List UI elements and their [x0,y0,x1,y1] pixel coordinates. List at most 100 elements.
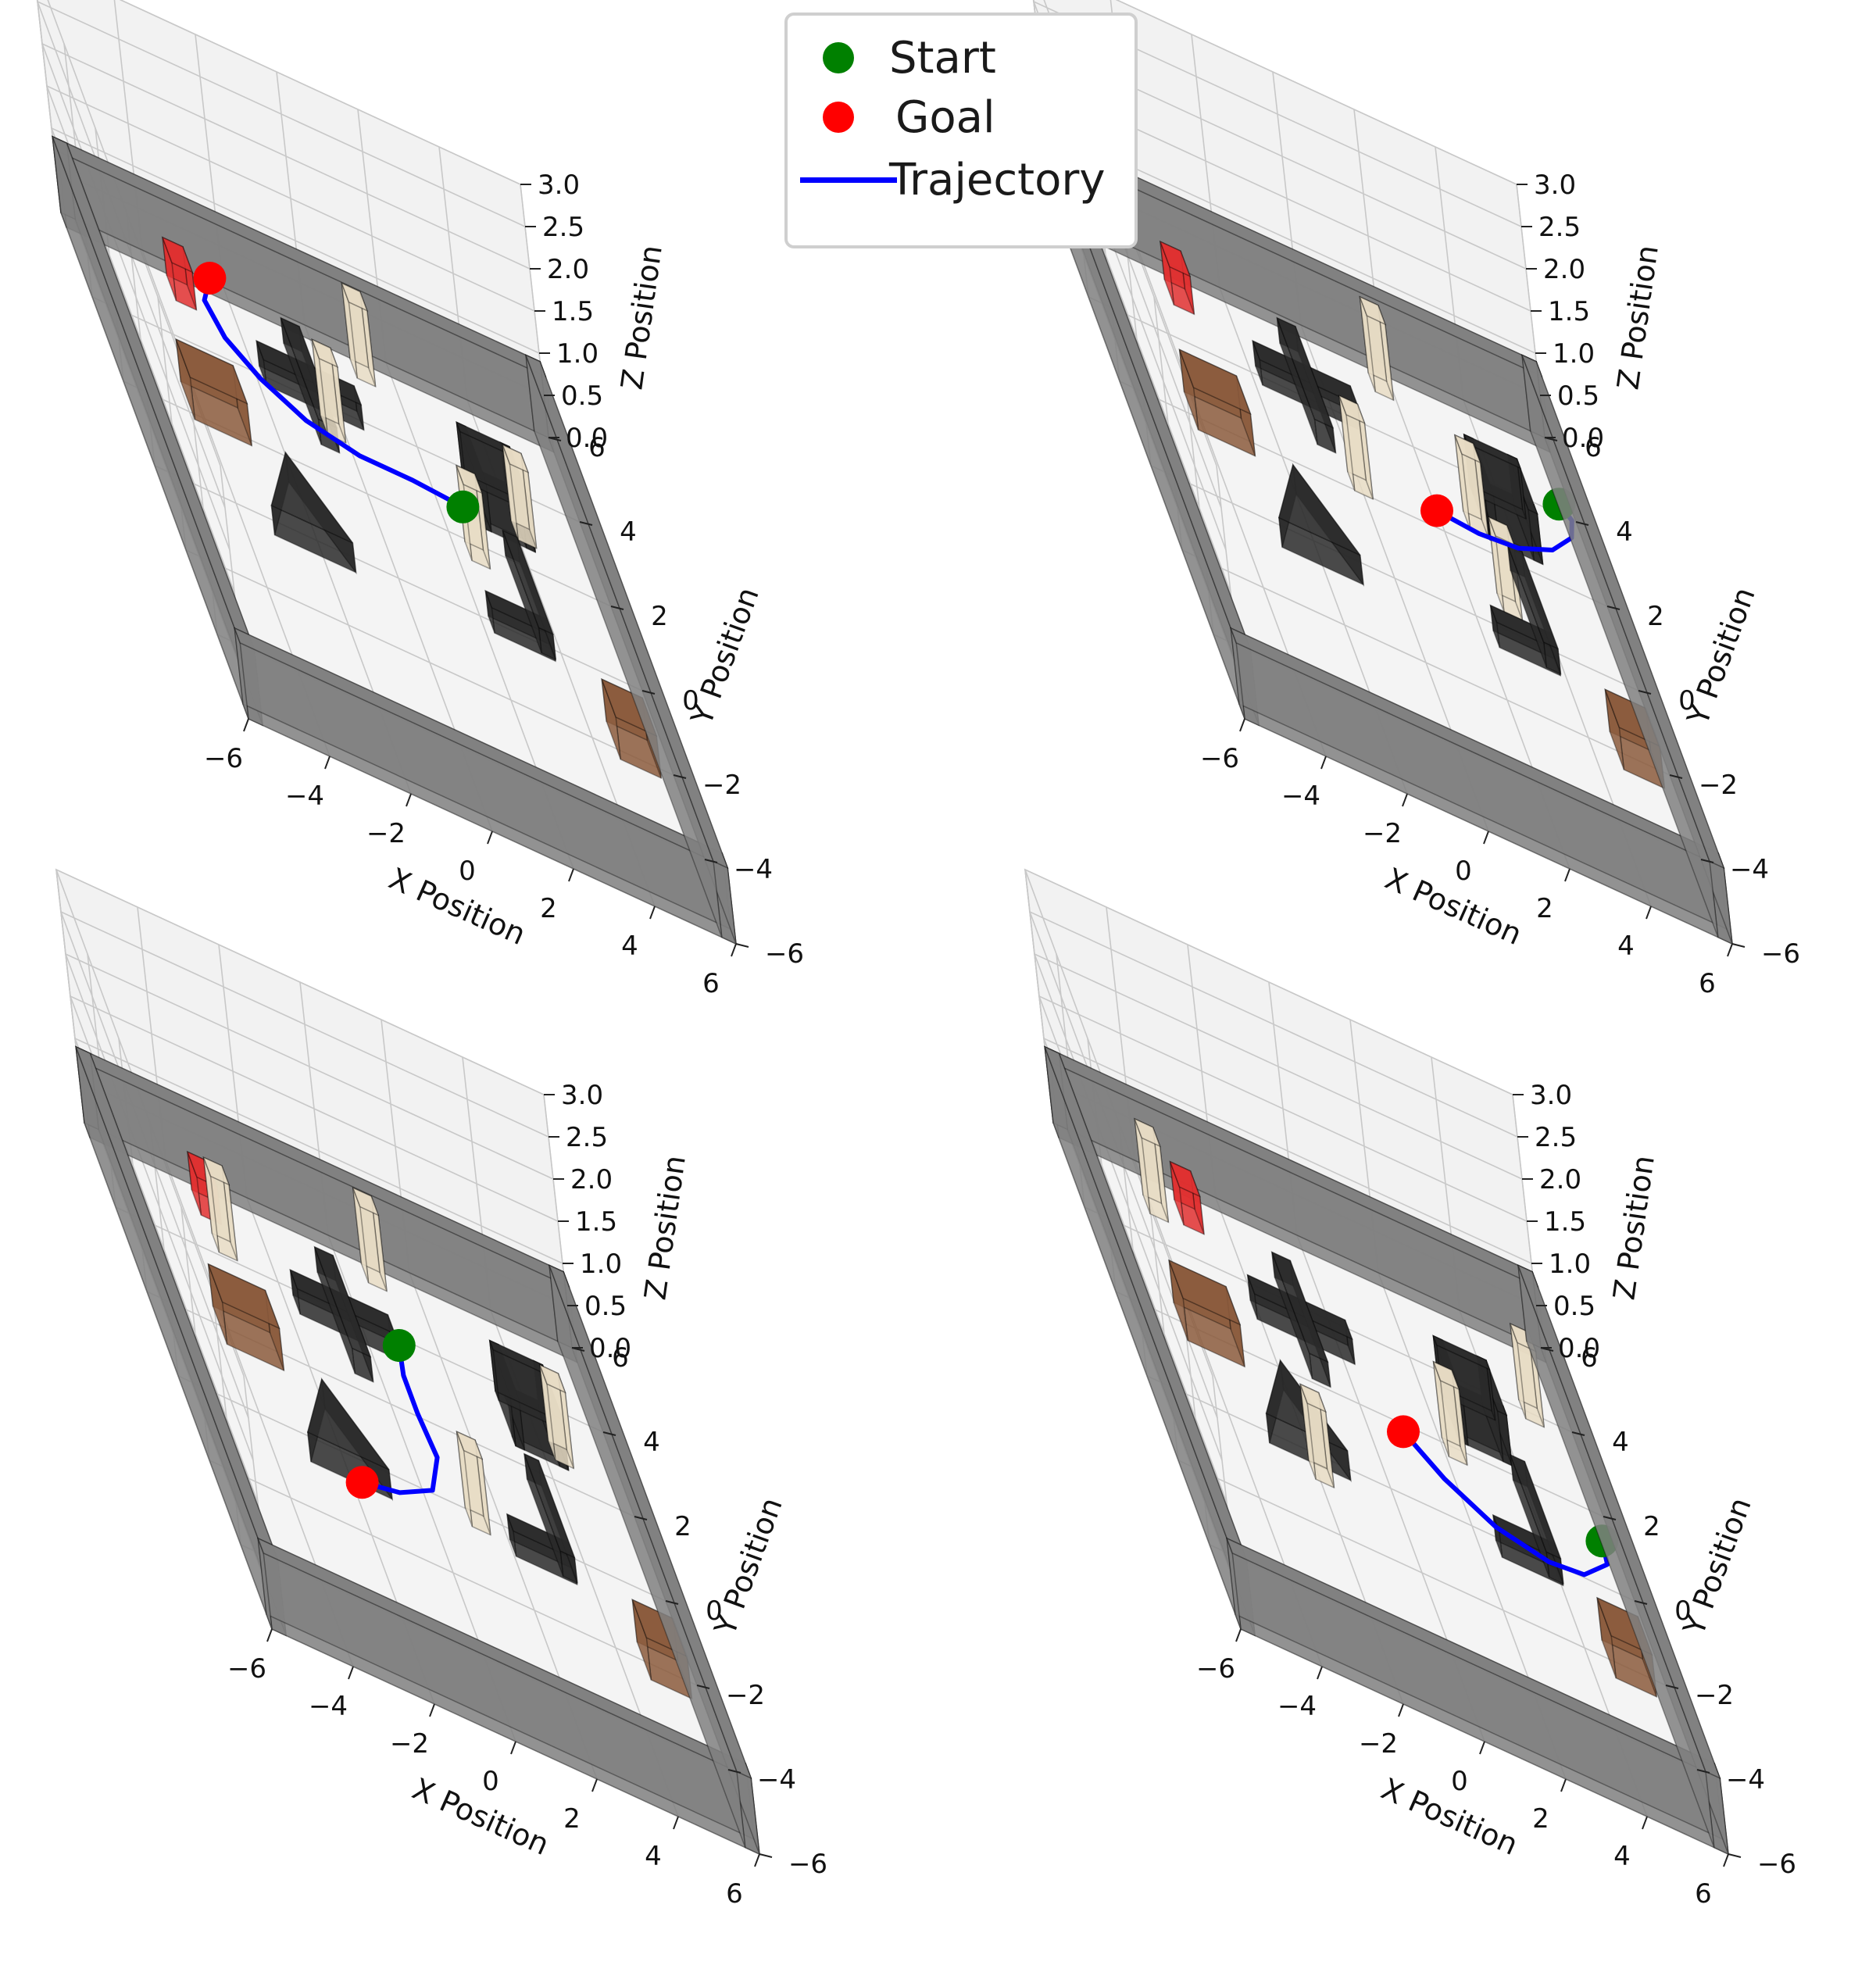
y-tick [673,774,687,779]
l-obstacle-arm [502,529,557,661]
beige-pillar [1509,1322,1545,1428]
x-tick-label: −6 [227,1653,266,1685]
y-tick-label: −2 [1695,1680,1734,1711]
y-tick-label: 0 [706,1595,723,1627]
y-tick-label: 6 [612,1342,629,1374]
beige-pillar-top [1133,1117,1161,1148]
y-tick-label: −6 [788,1849,827,1880]
y-tick-label: 0 [1678,685,1696,716]
goal-marker [345,1466,379,1499]
z-tick-label: 0.0 [566,423,608,454]
y-tick-label: −2 [1699,770,1738,801]
z-tick-label: 3.0 [1530,1080,1572,1111]
y-tick-label: 2 [1647,601,1664,632]
wall-north [1043,1045,1547,1364]
l-obstacle-arm [523,1452,578,1585]
ring-obstacle-n-top [1463,433,1522,470]
legend-item-goal: Goal [788,92,995,143]
cross-obstacle-v [1270,1251,1331,1388]
x-tick-label: 4 [645,1841,662,1872]
x-tick [1723,1853,1729,1867]
wall-south-top [1225,1537,1721,1780]
z-tick-label: 0.5 [1553,1291,1595,1322]
y-tick-label: −4 [757,1764,796,1795]
x-tick-label: 6 [1695,1878,1712,1910]
z-tick-label: 0.5 [561,381,603,412]
x-tick-label: 4 [1617,931,1635,962]
y-tick-label: −2 [702,770,741,801]
beige-pillar-top [1299,1383,1327,1413]
y-tick [610,606,624,610]
x-axis-label: X Position [407,1771,554,1862]
brown-box-top [1167,1259,1242,1326]
beige-pillar [538,1363,575,1470]
triangle-obstacle [270,450,357,575]
y-tick [704,859,718,863]
legend-item-trajectory: Trajectory [788,155,1106,205]
brown-box-top [207,1263,281,1330]
l-obstacle-arm-top [1509,1453,1562,1560]
x-tick-label: 0 [1455,856,1472,887]
y-tick-label: −4 [734,854,773,885]
trajectory-line [1401,1429,1610,1577]
x-tick [1398,1703,1404,1717]
y-tick [665,1600,679,1605]
z-axis-label: Z Position [614,243,668,391]
goal-marker [193,262,227,295]
y-axis-label: Y Position [684,583,765,730]
x-tick-label: −6 [1200,743,1239,774]
red-box [1169,1160,1205,1236]
x-tick-label: −2 [390,1728,429,1760]
z-tick-label: 0.5 [1557,381,1599,412]
y-tick-label: 4 [1612,1427,1629,1458]
x-tick [673,1816,679,1830]
beige-pillar-top [341,281,369,313]
x-tick [1727,943,1733,957]
wall-south [233,627,737,945]
x-tick [243,718,249,732]
y-tick [1638,690,1652,695]
y-axis-label: Y Position [1676,1493,1757,1640]
y-tick-label: −6 [1757,1849,1796,1880]
beige-pillar-top [1432,1360,1460,1391]
l-obstacle-arm-top [523,1452,576,1559]
wall-north [51,135,555,454]
z-tick-label: 2.5 [1535,1122,1577,1153]
x-tick [1560,1778,1567,1792]
legend-start-marker [823,42,854,73]
y-tick [1700,859,1714,863]
grid-line-z [36,0,526,509]
goal-marker [1420,494,1453,527]
grid-line-z [1033,952,1523,1461]
x-tick [731,943,737,957]
y-tick [1665,1685,1679,1689]
grid-line-z [47,0,521,466]
brown-box [1167,1259,1245,1368]
wall-west [74,1045,288,1637]
y-tick [1634,1600,1648,1605]
x-tick-label: −6 [1196,1653,1235,1685]
brown-box-top [1178,348,1252,416]
brown-box-top [175,338,248,405]
y-tick [1575,521,1589,526]
cross-obstacle-v-top [313,1245,372,1358]
beige-pillar-top [352,1186,380,1217]
z-tick-label: 2.5 [566,1122,608,1153]
grid-line-z [1043,0,1517,466]
brown-box [1178,348,1256,457]
z-tick-label: 0.5 [584,1291,627,1322]
y-tick-label: −6 [765,938,804,970]
y-tick [641,690,656,695]
beige-pillar [456,1430,491,1536]
trajectory-line [359,1343,440,1495]
y-tick [1731,943,1746,948]
beige-pillar-top [311,338,339,369]
legend-item-start: Start [788,33,996,84]
y-tick-label: 6 [588,432,606,463]
goal-marker [1387,1415,1420,1449]
grid-line-z [55,868,545,1377]
wall-east [524,353,737,945]
x-tick [1320,756,1327,770]
red-box-top [1159,240,1192,278]
